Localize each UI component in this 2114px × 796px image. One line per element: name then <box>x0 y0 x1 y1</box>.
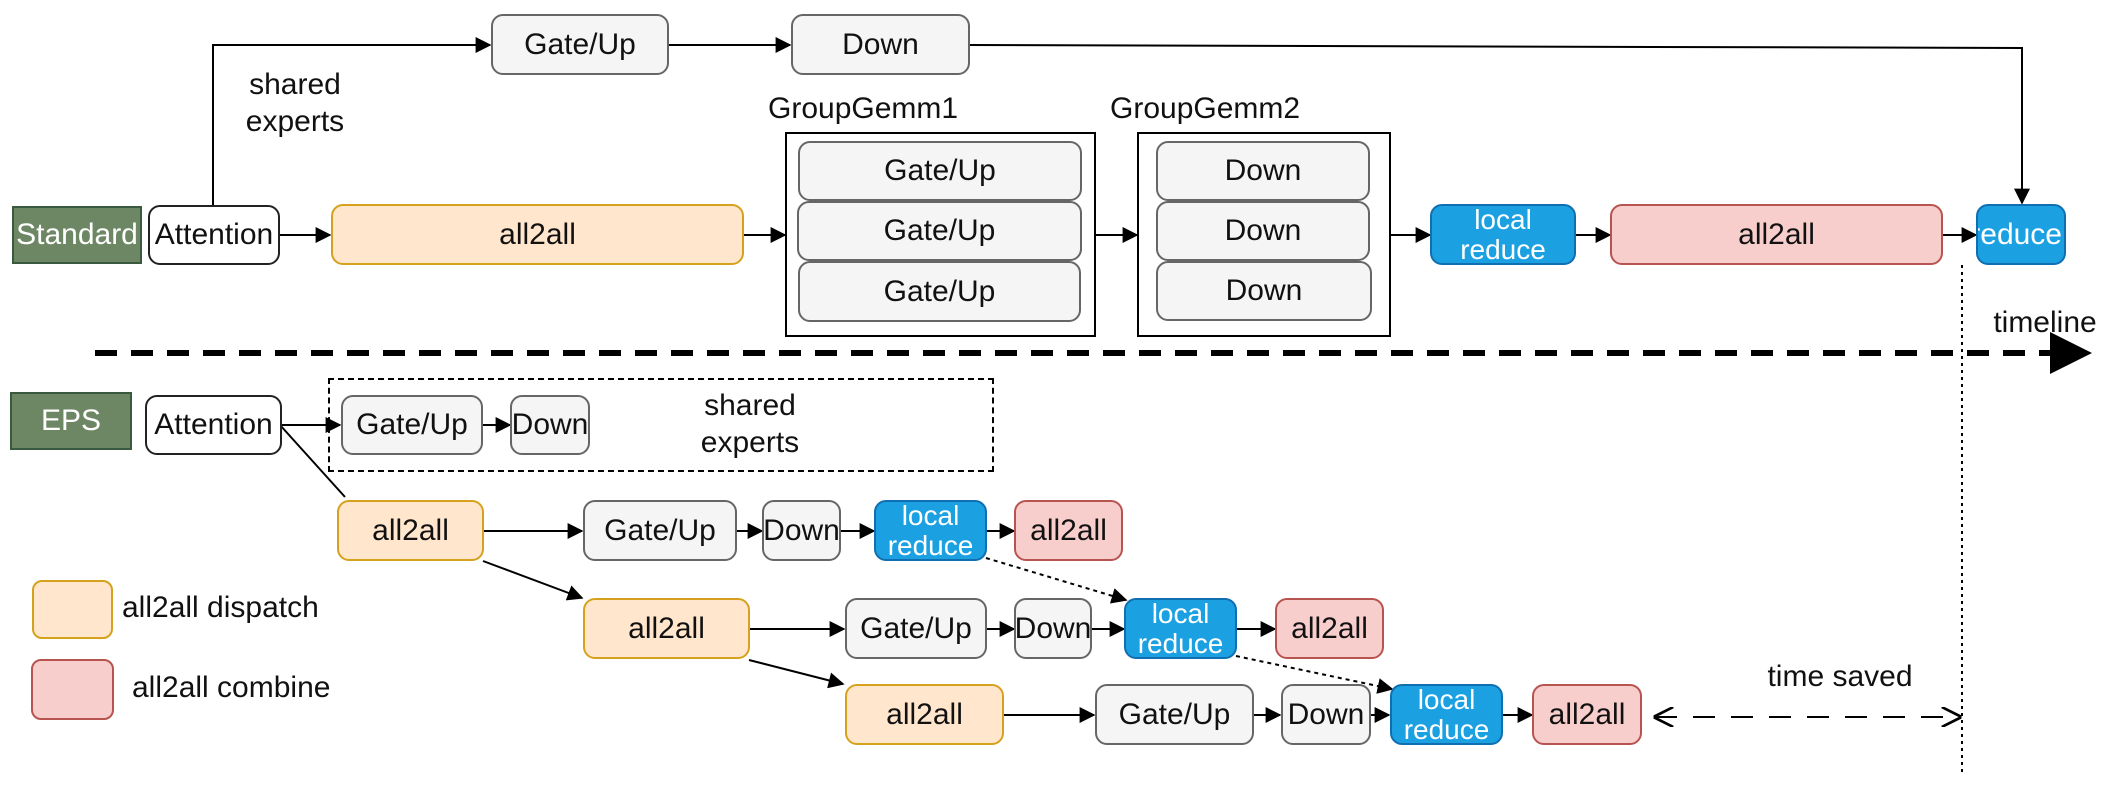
dotted-reduce-2-to-3 <box>1235 655 1394 694</box>
timeline-label: timeline <box>1993 306 2097 339</box>
eps-stage2-local-reduce: local reduce <box>1124 598 1237 659</box>
eps-shared-down-box: Down <box>510 395 590 455</box>
eps-stage2-down: Down <box>1014 598 1092 659</box>
arrow-eps-attention-to-dispatch1 <box>279 424 346 498</box>
eps-tag: EPS <box>10 392 132 450</box>
standard-tag: Standard <box>12 206 142 264</box>
eps-stage1-combine: all2all <box>1014 500 1123 561</box>
eps-stage2-dispatch: all2all <box>583 598 750 659</box>
standard-shared-gate-up-box: Gate/Up <box>491 14 669 75</box>
eps-stage3-dispatch: all2all <box>845 684 1004 745</box>
group-gemm2-down-1: Down <box>1156 141 1370 201</box>
group-gemm2-down-2: Down <box>1156 201 1370 261</box>
time-saved-label: time saved <box>1767 660 1913 693</box>
eps-stage2-combine: all2all <box>1275 598 1384 659</box>
group-gemm1-title: GroupGemm1 <box>768 92 959 125</box>
standard-shared-down-box: Down <box>791 14 970 75</box>
group-gemm2-title: GroupGemm2 <box>1110 92 1301 125</box>
legend-dispatch-swatch <box>32 580 113 639</box>
arrow-attention-to-shared <box>212 37 492 206</box>
standard-reduce: reduce <box>1976 204 2066 265</box>
group-gemm1-gate-up-3: Gate/Up <box>798 261 1081 322</box>
arrow-shared-down-to-reduce <box>968 44 2030 205</box>
dotted-reduce-1-to-2 <box>985 557 1128 604</box>
standard-all2all-dispatch: all2all <box>331 204 744 265</box>
eps-stage3-gate-up: Gate/Up <box>1095 684 1254 745</box>
eps-stage1-dispatch: all2all <box>337 500 484 561</box>
eps-attention-box: Attention <box>145 395 282 455</box>
standard-local-reduce: local reduce <box>1430 204 1576 265</box>
eps-shared-experts-label: shared experts <box>700 389 800 459</box>
eps-stage1-gate-up: Gate/Up <box>583 500 737 561</box>
arrow-s2-to-dispatch3 <box>748 659 845 689</box>
group-gemm2-down-3: Down <box>1156 261 1372 321</box>
eps-stage3-combine: all2all <box>1532 684 1642 745</box>
eps-stage1-local-reduce: local reduce <box>874 500 987 561</box>
group-gemm1-gate-up-1: Gate/Up <box>798 141 1082 201</box>
eps-stage1-down: Down <box>762 500 841 561</box>
legend-combine-label: all2all combine <box>132 671 331 704</box>
legend-combine-swatch <box>31 659 114 720</box>
eps-stage3-down: Down <box>1281 684 1371 745</box>
legend-dispatch-label: all2all dispatch <box>122 591 319 624</box>
eps-shared-experts-group <box>328 378 994 472</box>
standard-all2all-combine: all2all <box>1610 204 1943 265</box>
eps-shared-gate-up-box: Gate/Up <box>341 395 483 455</box>
standard-attention-box: Attention <box>148 205 280 265</box>
eps-stage3-local-reduce: local reduce <box>1390 684 1503 745</box>
standard-shared-experts-label: shared experts <box>245 68 345 138</box>
group-gemm1-gate-up-2: Gate/Up <box>797 201 1082 261</box>
eps-stage2-gate-up: Gate/Up <box>845 598 987 659</box>
arrow-s1-to-dispatch2 <box>482 560 584 601</box>
